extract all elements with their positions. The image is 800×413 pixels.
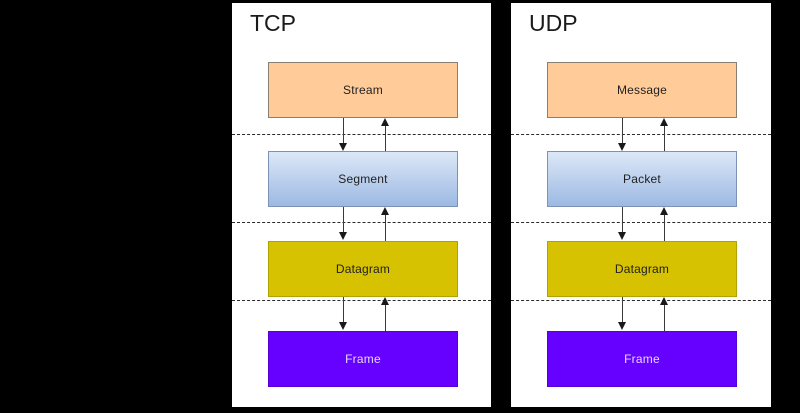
node-label: Datagram — [335, 262, 391, 276]
arrow-up-icon — [660, 118, 668, 126]
node-label: Datagram — [614, 262, 670, 276]
node-stream[interactable]: Stream — [268, 62, 458, 118]
arrow-down-icon — [618, 143, 626, 151]
arrow-down-icon — [618, 322, 626, 330]
node-label: Frame — [624, 352, 660, 366]
node-label: Packet — [623, 172, 661, 186]
arrow-down-icon — [618, 232, 626, 240]
arrow-up-line — [385, 215, 386, 241]
arrow-down-icon — [339, 143, 347, 151]
node-frame[interactable]: Frame — [547, 331, 737, 387]
node-label: Message — [616, 83, 668, 97]
arrow-up-icon — [381, 118, 389, 126]
arrow-up-icon — [660, 297, 668, 305]
arrow-up-line — [664, 126, 665, 151]
arrow-up-icon — [381, 297, 389, 305]
node-label: Stream — [343, 83, 383, 97]
arrow-up-line — [664, 305, 665, 331]
node-message[interactable]: Message — [547, 62, 737, 118]
node-packet[interactable]: Packet — [547, 151, 737, 207]
node-segment[interactable]: Segment — [268, 151, 458, 207]
layer-divider-3 — [232, 300, 491, 301]
arrow-up-icon — [381, 207, 389, 215]
arrow-up-line — [385, 305, 386, 331]
panel-title-udp: UDP — [529, 10, 578, 36]
layer-divider-1 — [511, 134, 771, 135]
arrow-up-line — [664, 215, 665, 241]
arrow-up-line — [385, 126, 386, 151]
panel-tcp: TCP Stream Segment Datagram Frame — [232, 3, 491, 407]
arrow-down-line — [343, 297, 344, 324]
arrow-down-line — [622, 297, 623, 324]
node-label: Frame — [345, 352, 381, 366]
arrow-down-line — [622, 207, 623, 234]
layer-divider-3 — [511, 300, 771, 301]
node-label: Segment — [338, 172, 388, 186]
layer-divider-2 — [232, 222, 491, 223]
node-datagram[interactable]: Datagram — [268, 241, 458, 297]
arrow-down-icon — [339, 322, 347, 330]
arrow-up-icon — [660, 207, 668, 215]
arrow-down-line — [343, 118, 344, 145]
panel-title-tcp: TCP — [250, 10, 296, 36]
node-frame[interactable]: Frame — [268, 331, 458, 387]
arrow-down-line — [343, 207, 344, 234]
arrow-down-line — [622, 118, 623, 145]
node-datagram[interactable]: Datagram — [547, 241, 737, 297]
layer-divider-2 — [511, 222, 771, 223]
panel-udp: UDP Message Packet Datagram Frame — [511, 3, 771, 407]
layer-divider-1 — [232, 134, 491, 135]
arrow-down-icon — [339, 232, 347, 240]
